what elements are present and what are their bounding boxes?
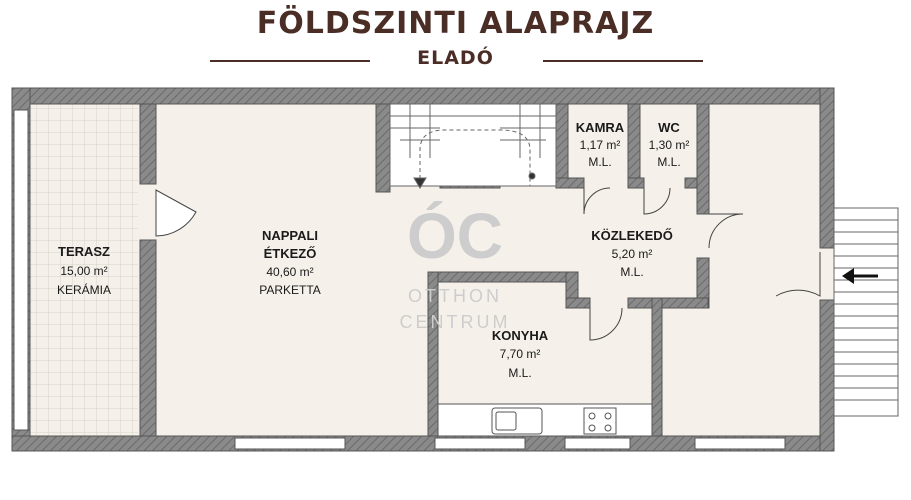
page-subtitle: ELADÓ [417, 47, 494, 69]
room-nappali: NAPPALI ÉTKEZŐ 40,60 m² PARKETTA [259, 228, 321, 297]
arrow-left-icon [842, 268, 878, 284]
title-rule-left [210, 60, 370, 62]
room-terasz: TERASZ 15,00 m² KERÁMIA [57, 244, 111, 297]
room-area: 40,60 m² [266, 265, 313, 279]
room-area: 1,17 m² [580, 138, 621, 152]
room-material: M.L. [508, 366, 531, 380]
room-material: PARKETTA [259, 283, 321, 297]
room-name: TERASZ [58, 244, 110, 259]
page-title: FÖLDSZINTI ALAPRAJZ [256, 6, 655, 41]
room-material: M.L. [588, 155, 611, 169]
watermark-line2: CENTRUM [400, 312, 511, 332]
interior-walls [139, 103, 710, 437]
room-material: M.L. [657, 155, 680, 169]
title-rule-right [543, 60, 703, 62]
watermark-line1: OTTHON [408, 286, 502, 306]
room-area: 15,00 m² [60, 264, 107, 278]
room-wc: WC 1,30 m² M.L. [649, 120, 690, 169]
floor-terrace-tiles [30, 104, 138, 442]
room-area: 5,20 m² [612, 247, 653, 261]
room-material: M.L. [620, 265, 643, 279]
room-name: KÖZLEKEDŐ [591, 228, 673, 243]
doors [155, 187, 821, 341]
room-name: KAMRA [576, 120, 625, 135]
room-name: NAPPALI [262, 228, 318, 243]
room-konyha: KONYHA 7,70 m² M.L. [492, 328, 549, 380]
room-material: KERÁMIA [57, 282, 111, 297]
entrance-stairs [833, 207, 899, 417]
room-name: WC [658, 120, 680, 135]
room-kozlekedo: KÖZLEKEDŐ 5,20 m² M.L. [591, 228, 673, 279]
room-kamra: KAMRA 1,17 m² M.L. [576, 120, 625, 169]
room-name: KONYHA [492, 328, 549, 343]
room-area: 7,70 m² [500, 347, 541, 361]
room-name-2: ÉTKEZŐ [264, 246, 317, 261]
room-area: 1,30 m² [649, 138, 690, 152]
watermark-mark: ÓC [407, 200, 503, 272]
staircase [389, 103, 557, 189]
windows [13, 109, 786, 450]
kitchen-counter [437, 403, 653, 437]
